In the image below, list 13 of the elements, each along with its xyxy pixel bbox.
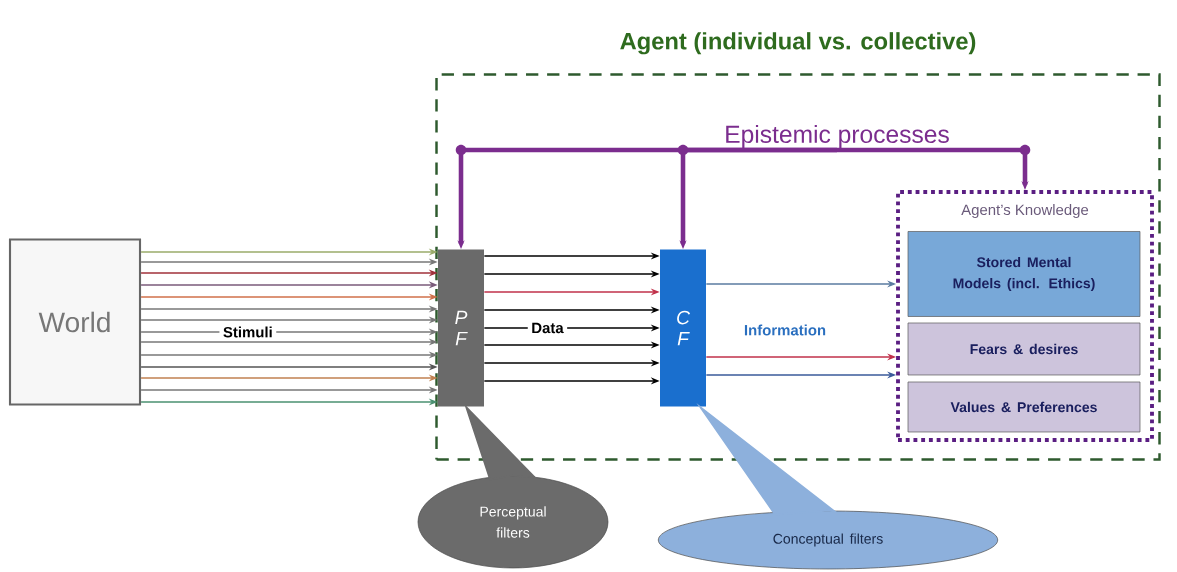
callout-tail — [696, 403, 838, 516]
flow-label: Information — [744, 324, 826, 336]
knowledge-item-box: Fears & desires — [907, 322, 1141, 376]
knowledge-item-box: Stored Mental Models (incl. Ethics) — [907, 231, 1141, 317]
process-label: Epistemic processes — [726, 124, 949, 148]
filter-box: C F — [660, 249, 706, 407]
edge-label: Data — [527, 319, 568, 337]
world-box: World — [8, 238, 142, 406]
knowledge-item-box: Values & Preferences — [907, 381, 1141, 433]
edge-label: Stimuli — [219, 323, 277, 341]
filter-box: P F — [438, 249, 484, 407]
node-label: Agent (individual vs. collective) — [620, 32, 976, 55]
callout-tail — [464, 403, 538, 481]
